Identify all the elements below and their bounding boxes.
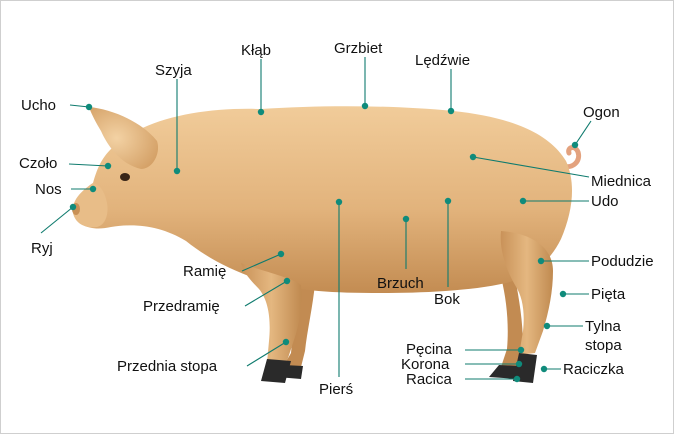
dot-podudzie bbox=[538, 258, 544, 264]
label-podudzie: Podudzie bbox=[591, 253, 654, 270]
label-przednia-stopa: Przednia stopa bbox=[117, 358, 218, 375]
label-ledzwie: Lędźwie bbox=[415, 52, 470, 69]
part-labels: Ucho Czoło Nos Ryj Szyja Kłąb Grzbiet Lę… bbox=[19, 40, 654, 398]
leader-ryj bbox=[41, 207, 73, 233]
label-przedramie: Przedramię bbox=[143, 298, 220, 315]
label-raciczka: Raciczka bbox=[563, 361, 625, 378]
dot-racica bbox=[514, 376, 520, 382]
dot-szyja bbox=[174, 168, 180, 174]
dot-klab bbox=[258, 109, 264, 115]
label-czolo: Czoło bbox=[19, 155, 57, 172]
dot-ledzwie bbox=[448, 108, 454, 114]
label-bok: Bok bbox=[434, 291, 460, 308]
anchor-dots bbox=[70, 103, 578, 382]
dot-czolo bbox=[105, 163, 111, 169]
dot-grzbiet bbox=[362, 103, 368, 109]
label-racica: Racica bbox=[406, 371, 453, 388]
label-ramie: Ramię bbox=[183, 263, 226, 280]
dot-przednia-stopa bbox=[283, 339, 289, 345]
dot-korona bbox=[516, 361, 522, 367]
leader-lines bbox=[41, 57, 591, 379]
dot-tylna-stopa bbox=[544, 323, 550, 329]
dot-pecina bbox=[518, 347, 524, 353]
dot-ryj bbox=[70, 204, 76, 210]
label-brzuch: Brzuch bbox=[377, 275, 424, 292]
label-nos: Nos bbox=[35, 181, 62, 198]
dot-pieta bbox=[560, 291, 566, 297]
label-tylna-stopa-line2: stopa bbox=[585, 337, 622, 354]
label-szyja: Szyja bbox=[155, 62, 192, 79]
label-ryj: Ryj bbox=[31, 240, 53, 257]
leader-ramie bbox=[242, 254, 281, 271]
dot-brzuch bbox=[403, 216, 409, 222]
label-grzbiet: Grzbiet bbox=[334, 40, 383, 57]
label-klab: Kłąb bbox=[241, 42, 271, 59]
dot-bok bbox=[445, 198, 451, 204]
leader-miednica bbox=[473, 157, 589, 177]
leader-przedramie bbox=[245, 281, 287, 306]
dot-ogon bbox=[572, 142, 578, 148]
label-piers: Pierś bbox=[319, 381, 353, 398]
dot-przedramie bbox=[284, 278, 290, 284]
dot-raciczka bbox=[541, 366, 547, 372]
dot-ramie bbox=[278, 251, 284, 257]
dot-nos bbox=[90, 186, 96, 192]
dot-udo bbox=[520, 198, 526, 204]
label-udo: Udo bbox=[591, 193, 619, 210]
label-miednica: Miednica bbox=[591, 173, 652, 190]
dot-ucho bbox=[86, 104, 92, 110]
label-pieta: Pięta bbox=[591, 286, 626, 303]
leader-przednia-stopa bbox=[247, 342, 286, 366]
leader-ogon bbox=[575, 121, 591, 145]
leader-czolo bbox=[69, 164, 108, 166]
dot-miednica bbox=[470, 154, 476, 160]
dot-piers bbox=[336, 199, 342, 205]
label-ucho: Ucho bbox=[21, 97, 56, 114]
label-tylna-stopa-line1: Tylna bbox=[585, 318, 622, 335]
label-ogon: Ogon bbox=[583, 104, 620, 121]
